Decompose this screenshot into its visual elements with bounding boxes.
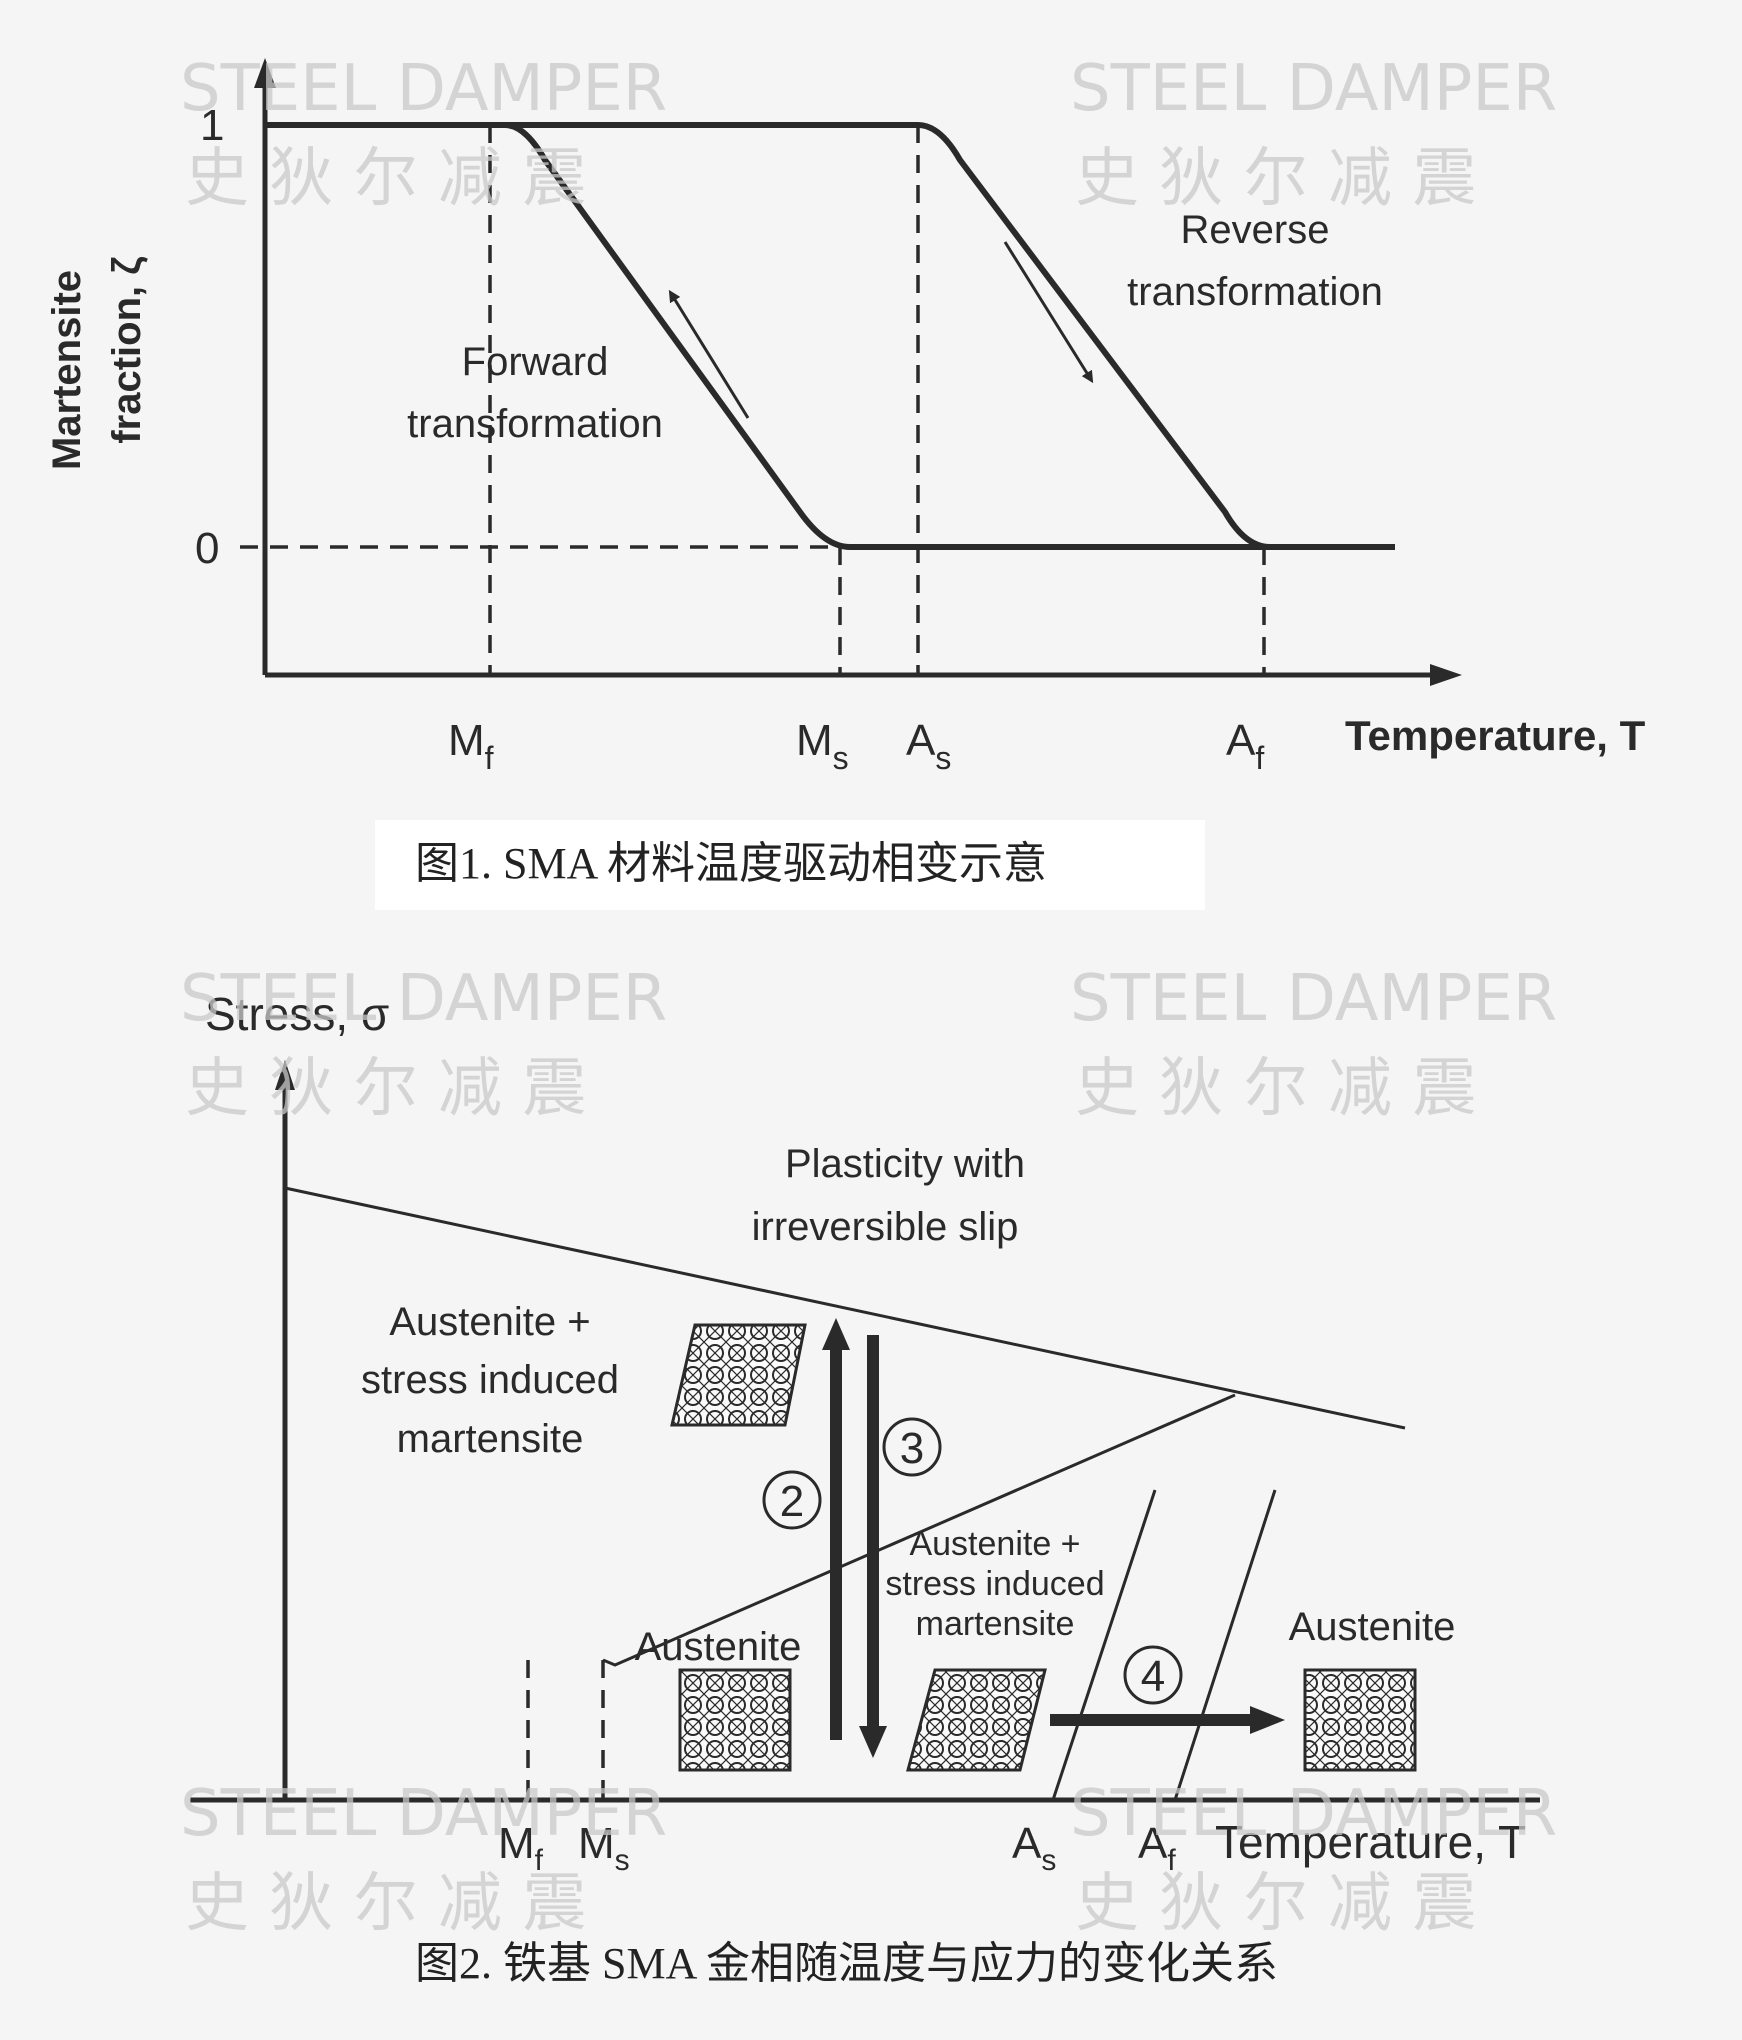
fig2-martensite-lattice-mid — [906, 1668, 1047, 1772]
fig2-step4-label: 4 — [1141, 1652, 1165, 1701]
fig2-plasticity-2: irreversible slip — [752, 1205, 1019, 1249]
watermark-en-4: STEEL DAMPER — [1070, 962, 1557, 1036]
watermark-cn-3: 史 狄 尔 减 震 — [185, 1052, 586, 1126]
watermark-cn-1: 史 狄 尔 减 震 — [185, 142, 586, 216]
fig1-reverse-label-1: Reverse — [1181, 208, 1330, 252]
fig2-caption: 图2. 铁基 SMA 金相随温度与应力的变化关系 — [415, 1939, 1278, 1988]
fig2-austenite-right-label: Austenite — [1289, 1605, 1456, 1649]
fig2-step2-label: 2 — [780, 1477, 804, 1526]
fig2-xtick-mf: Mf — [498, 1819, 544, 1877]
fig2-xtick-as: As — [1012, 1819, 1056, 1877]
fig1-reverse-curve — [505, 122, 1271, 550]
fig1-ylabel-2: fraction, ζ — [105, 256, 149, 443]
watermark-en-3: STEEL DAMPER — [180, 962, 667, 1036]
fig2-ylabel: Stress, σ — [205, 988, 389, 1040]
fig1-reverse-label-2: transformation — [1127, 270, 1383, 314]
fig2-loading-arrowhead — [822, 1318, 850, 1350]
fig1-xtick-as: As — [906, 716, 951, 776]
fig2-y-axis-arrowhead — [275, 1060, 295, 1090]
watermark-cn-5: 史 狄 尔 减 震 — [185, 1867, 586, 1941]
fig2-left-region-2: stress induced — [361, 1358, 619, 1402]
fig1-xtick-af: Af — [1226, 716, 1264, 776]
fig1-xtick-ms: Ms — [796, 716, 849, 776]
watermark-cn-2: 史 狄 尔 减 震 — [1075, 142, 1476, 216]
fig2-step3-label: 3 — [900, 1424, 924, 1473]
fig1-ytick-0: 0 — [195, 524, 219, 573]
fig2-step3-circle — [882, 1417, 942, 1477]
fig2-austenite-low-label: Austenite — [635, 1625, 802, 1669]
fig2-left-region-1: Austenite + — [389, 1300, 590, 1344]
fig2-unloading-arrowhead — [859, 1726, 887, 1758]
fig2-ms-boundary — [602, 1393, 1236, 1667]
fig2-austenite-lattice-right — [1303, 1668, 1417, 1772]
fig2-mid-region-1: Austenite + — [909, 1525, 1080, 1563]
fig2-slip-boundary — [284, 1186, 1406, 1430]
fig1-forward-label-2: transformation — [407, 402, 663, 446]
fig1-forward-arrow — [668, 289, 750, 419]
fig1-ylabel-1: Martensite — [45, 270, 89, 470]
fig1-xlabel: Temperature, T — [1345, 712, 1646, 759]
fig2-xlabel: Temperature, T — [1215, 1816, 1526, 1868]
fig1-x-axis-arrowhead — [1430, 664, 1462, 686]
fig2-martensite-lattice-top — [670, 1323, 807, 1427]
figure1: 1 0 Forward transformation Reverse trans… — [45, 58, 1646, 910]
fig2-plasticity-1: Plasticity with — [785, 1142, 1025, 1186]
fig1-y-axis-arrowhead — [254, 58, 276, 88]
fig1-ytick-1: 1 — [200, 101, 224, 150]
fig2-step2-circle — [762, 1470, 822, 1530]
watermark-cn-6: 史 狄 尔 减 震 — [1075, 1867, 1476, 1941]
fig2-left-region-3: martensite — [397, 1417, 584, 1461]
watermark-cn-4: 史 狄 尔 减 震 — [1075, 1052, 1476, 1126]
fig2-xtick-ms: Ms — [578, 1819, 630, 1877]
fig2-as-boundary — [1051, 1489, 1157, 1801]
watermark-en-5: STEEL DAMPER — [180, 1777, 667, 1851]
fig1-forward-label-1: Forward — [462, 340, 609, 384]
watermark-en-2: STEEL DAMPER — [1070, 52, 1557, 126]
watermarks: STEEL DAMPER 史 狄 尔 减 震 STEEL DAMPER 史 狄 … — [180, 52, 1557, 1941]
fig2-heating-arrowhead — [1250, 1706, 1285, 1734]
fig1-caption: 图1. SMA 材料温度驱动相变示意 — [415, 839, 1047, 888]
fig2-austenite-lattice-low — [678, 1668, 792, 1772]
fig2-xtick-af: Af — [1138, 1819, 1176, 1877]
watermark-en-6: STEEL DAMPER — [1070, 1777, 1557, 1851]
fig2-step4-circle — [1123, 1645, 1183, 1705]
fig2-mid-region-3: martensite — [916, 1605, 1075, 1643]
figure2: Stress, σ 2 3 4 Plasticity with irrevers… — [190, 988, 1540, 1988]
watermark-en-1: STEEL DAMPER — [180, 52, 667, 126]
fig1-caption-bg — [375, 820, 1205, 910]
fig1-reverse-arrow — [1003, 241, 1094, 384]
fig1-xtick-mf: Mf — [448, 716, 494, 776]
fig2-af-boundary — [1173, 1489, 1277, 1801]
fig2-mid-region-2: stress induced — [885, 1565, 1104, 1603]
